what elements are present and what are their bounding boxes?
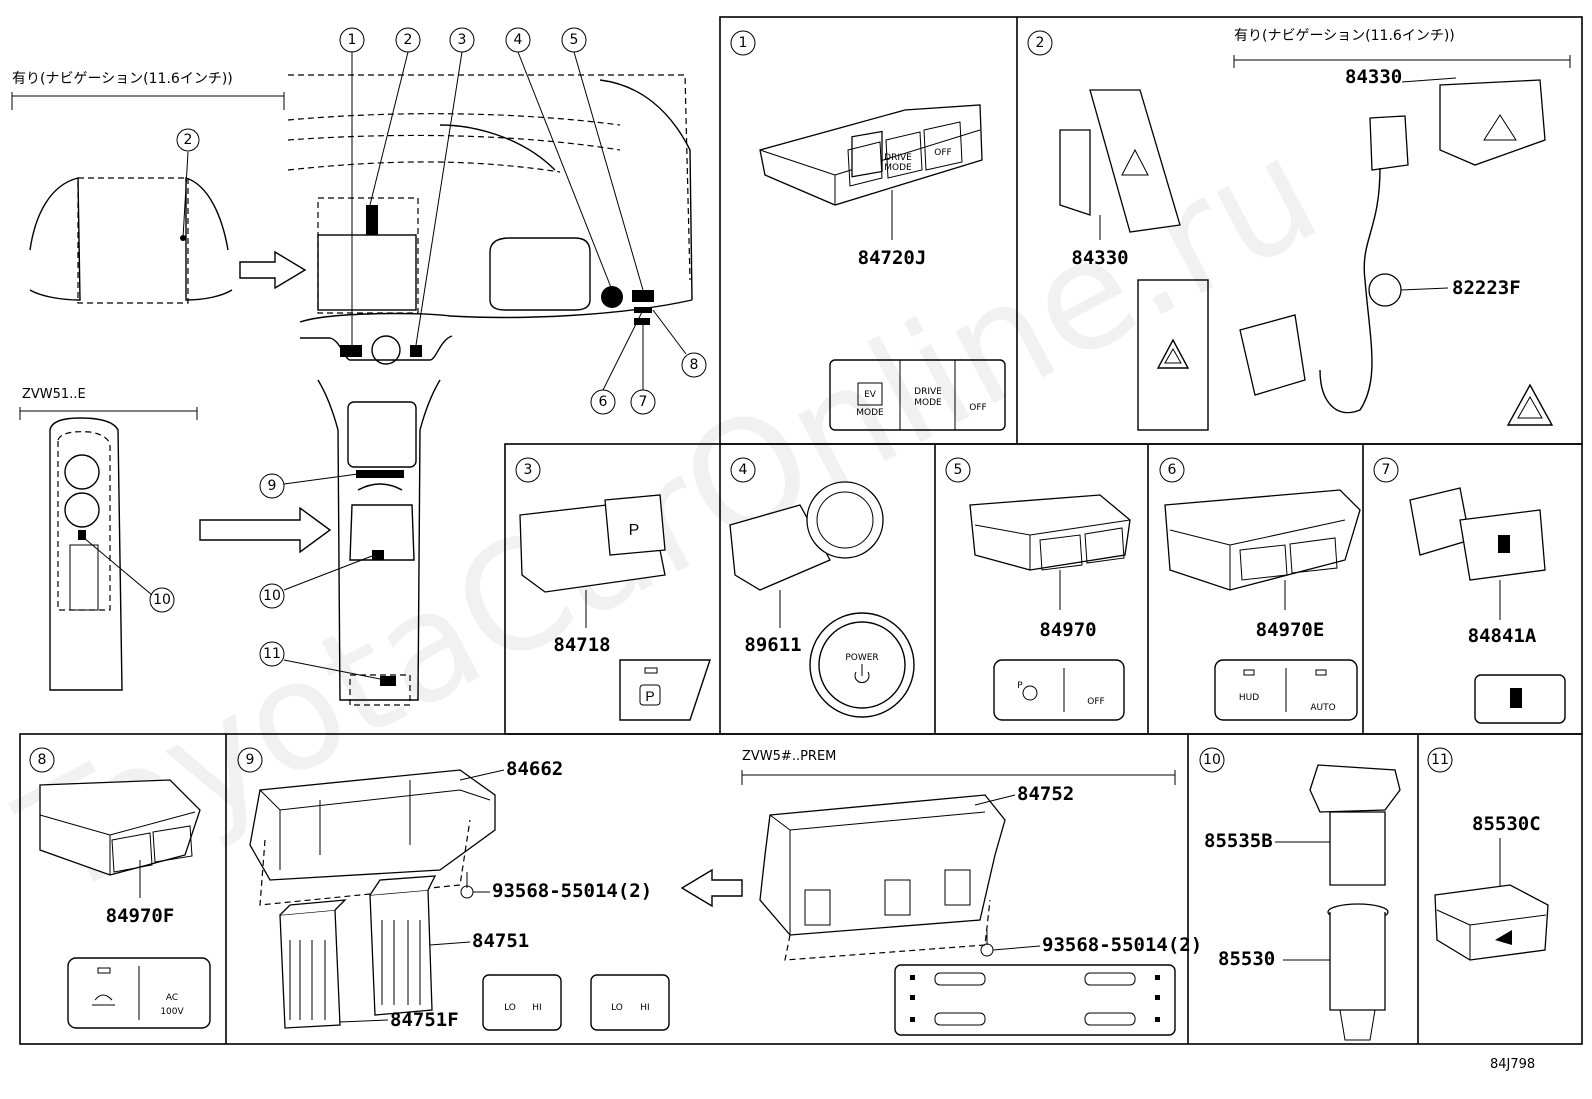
svg-text:9: 9	[246, 752, 255, 768]
svg-text:85530C: 85530C	[1472, 813, 1541, 835]
svg-text:OFF: OFF	[1087, 697, 1104, 707]
svg-text:MODE: MODE	[856, 408, 884, 418]
svg-text:有り(ナビゲーション(11.6インチ)): 有り(ナビゲーション(11.6インチ))	[1234, 28, 1455, 44]
svg-text:HI: HI	[640, 1003, 649, 1013]
diagram-code: 84J798	[1490, 1057, 1535, 1072]
svg-text:OFF: OFF	[969, 403, 986, 413]
svg-text:84841A: 84841A	[1468, 625, 1537, 647]
svg-text:84751: 84751	[472, 930, 529, 952]
svg-text:84330: 84330	[1071, 247, 1128, 269]
svg-text:AUTO: AUTO	[1310, 703, 1335, 713]
overview-variant-label: ZVW51..E	[22, 387, 86, 402]
svg-text:P: P	[629, 522, 640, 539]
svg-text:LO: LO	[611, 1003, 623, 1013]
svg-text:84970E: 84970E	[1256, 619, 1325, 641]
svg-text:6: 6	[1168, 462, 1177, 478]
svg-text:2: 2	[404, 32, 413, 48]
panel-7-fuel-lid: 7 84841A	[1373, 457, 1566, 724]
svg-text:4: 4	[514, 32, 523, 48]
svg-text:P: P	[1017, 681, 1023, 691]
svg-text:2: 2	[184, 132, 193, 148]
panel-4-power-switch: 4 89611 POWER	[729, 457, 915, 718]
svg-text:89611: 89611	[744, 634, 801, 656]
svg-text:11: 11	[263, 646, 281, 662]
part-number-84720J: 84720J	[858, 247, 927, 269]
svg-text:1: 1	[348, 32, 357, 48]
panel-10-power-outlet: 10 85535B 85530	[1199, 747, 1401, 1041]
svg-text:84751F: 84751F	[390, 1009, 459, 1031]
svg-text:3: 3	[524, 462, 533, 478]
svg-text:MODE: MODE	[884, 163, 912, 173]
svg-text:MODE: MODE	[914, 398, 942, 408]
svg-text:7: 7	[1382, 462, 1391, 478]
panel-6-hud-switch: 6 84970E HUD AUTO	[1159, 457, 1361, 721]
svg-text:85535B: 85535B	[1204, 830, 1273, 852]
svg-text:84970: 84970	[1039, 619, 1096, 641]
svg-text:AC: AC	[166, 993, 178, 1003]
svg-text:93568-55014(2): 93568-55014(2)	[1042, 934, 1202, 956]
svg-text:1: 1	[739, 35, 748, 51]
svg-text:EV: EV	[864, 390, 877, 400]
svg-text:4: 4	[739, 462, 748, 478]
svg-text:11: 11	[1431, 752, 1449, 768]
svg-text:3: 3	[458, 32, 467, 48]
panel-3-parking-brake: 3 P 84718 P	[515, 457, 711, 721]
arrow-right-icon	[239, 250, 307, 290]
svg-text:84970F: 84970F	[106, 905, 175, 927]
svg-text:POWER: POWER	[845, 653, 878, 663]
overview-section: 有り(ナビゲーション(11.6インチ)) 2 ZVW51..E 10	[11, 27, 707, 706]
svg-text:10: 10	[263, 588, 281, 604]
panel-5-switch: 5 84970 P OFF	[945, 457, 1131, 721]
svg-text:DRIVE: DRIVE	[914, 387, 942, 397]
svg-text:HI: HI	[532, 1003, 541, 1013]
panel-9-seat-heater: 9 84662 84751 84751F 93568-55014(2) LO H…	[237, 747, 1202, 1036]
svg-text:8: 8	[690, 357, 699, 373]
svg-text:LO: LO	[504, 1003, 516, 1013]
panel-frames	[19, 16, 1583, 1045]
svg-text:100V: 100V	[160, 1007, 184, 1017]
svg-text:2: 2	[1036, 35, 1045, 51]
svg-text:10: 10	[153, 592, 171, 608]
svg-text:5: 5	[954, 462, 963, 478]
svg-text:84330: 84330	[1345, 66, 1402, 88]
svg-text:8: 8	[38, 752, 47, 768]
svg-text:9: 9	[268, 478, 277, 494]
arrow-right-icon-2	[199, 506, 332, 554]
overview-nav-label: 有り(ナビゲーション(11.6インチ))	[12, 71, 233, 87]
svg-text:OFF: OFF	[934, 148, 951, 158]
svg-text:82223F: 82223F	[1452, 277, 1521, 299]
svg-text:P: P	[645, 688, 654, 704]
svg-text:ZVW5#..PREM: ZVW5#..PREM	[742, 749, 836, 764]
callout-2-left	[176, 128, 200, 152]
svg-text:6: 6	[599, 394, 608, 410]
svg-text:5: 5	[570, 32, 579, 48]
panel-2-hazard: 2 有り(ナビゲーション(11.6インチ)) 84330 84330 82223…	[1027, 28, 1571, 431]
arrow-left-icon	[680, 868, 743, 908]
panel-8-ac-switch: 8 84970F AC 100V	[29, 747, 211, 1029]
svg-text:93568-55014(2): 93568-55014(2)	[492, 880, 652, 902]
svg-text:DRIVE: DRIVE	[884, 153, 912, 163]
svg-text:85530: 85530	[1218, 948, 1275, 970]
panel-11-outlet-switch: 11 85530C	[1427, 747, 1549, 961]
svg-text:10: 10	[1203, 752, 1221, 768]
panel-1-switch-assy: 1 DRIVE MODE OFF 84720J EV MODE DRIVE MO…	[730, 30, 1006, 431]
svg-text:84718: 84718	[553, 634, 610, 656]
svg-text:84752: 84752	[1017, 783, 1074, 805]
svg-text:7: 7	[639, 394, 648, 410]
svg-text:HUD: HUD	[1239, 693, 1259, 703]
svg-text:84662: 84662	[506, 758, 563, 780]
